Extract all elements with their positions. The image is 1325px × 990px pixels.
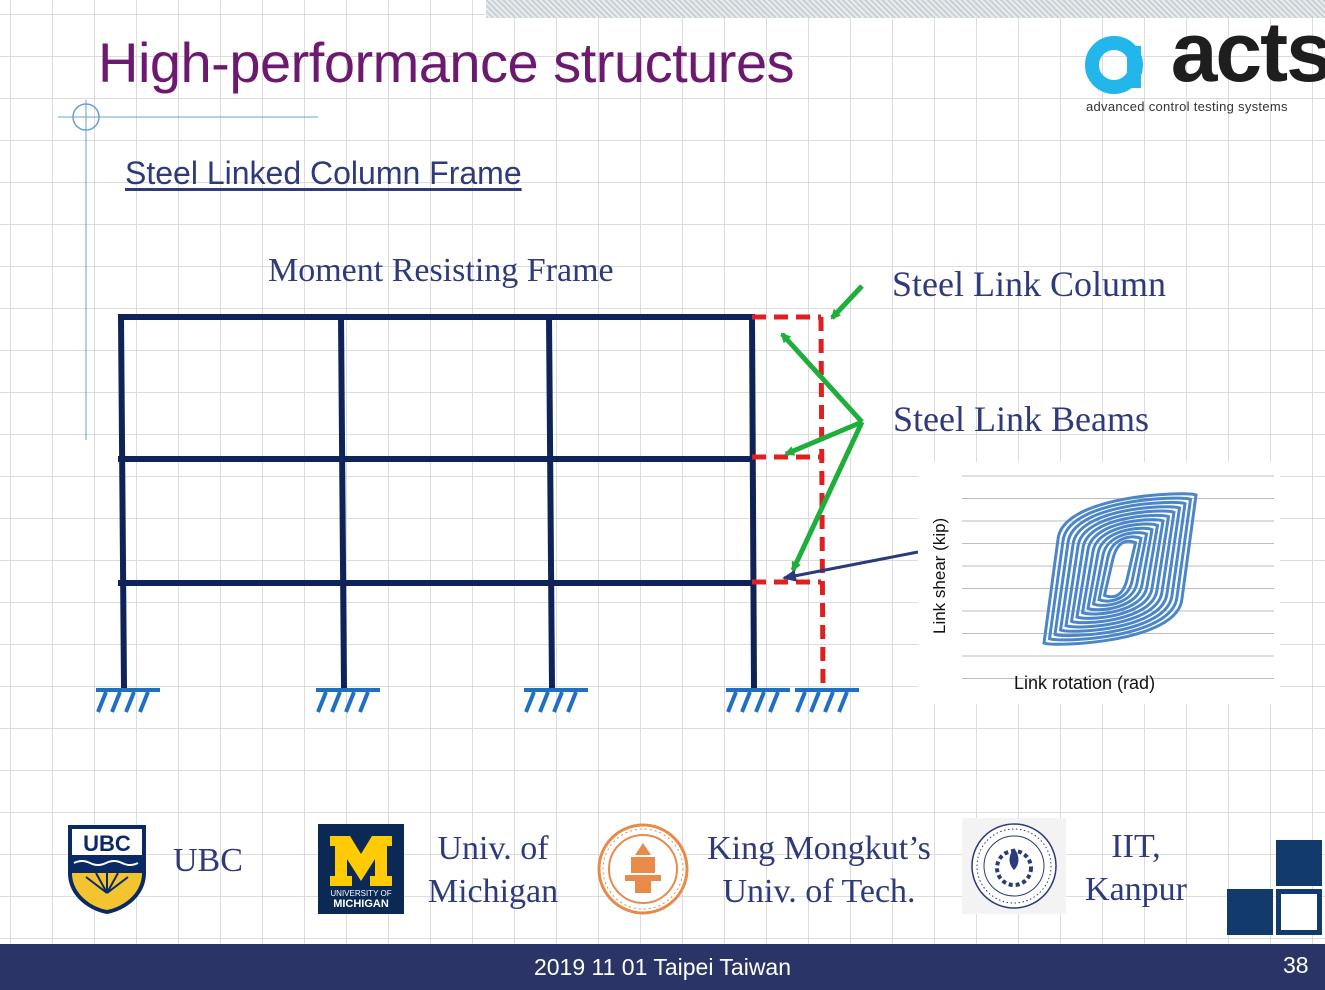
acts-logo-icon [1085,36,1143,94]
hysteresis-loop [1064,509,1176,629]
footer-text: 2019 11 01 Taipei Taiwan [533,954,792,980]
chart-gridlines [962,475,1274,679]
support-2 [316,688,380,713]
label-steel-link-beams: Steel Link Beams [893,399,1149,439]
hysteresis-loop [1047,496,1193,642]
hysteresis-loop [1069,513,1171,625]
arrow-link-beam-mid [784,419,863,457]
chart-hysteresis-loops [1042,492,1198,646]
column-2 [337,313,348,692]
hysteresis-loop [1042,492,1198,646]
decor-square-bottom-left [1227,889,1273,935]
moment-frame [117,313,758,692]
steel-link-column-dashed [752,314,826,689]
green-arrows [780,284,865,572]
hysteresis-loop [1053,500,1187,638]
michigan-logo-line2: MICHIGAN [333,898,389,910]
support-1 [96,688,160,713]
arrow-link-beam-bottom [790,420,865,572]
michigan-name-line2: Michigan [427,872,559,910]
hysteresis-loop [1075,518,1165,620]
university-name-iit-kanpur: IIT, Kanpur [1078,826,1194,911]
support-3 [524,688,588,713]
ground-supports [96,688,859,713]
iit-name-line2: Kanpur [1085,870,1187,908]
iit-kanpur-seal-icon [962,818,1066,914]
label-steel-link-column: Steel Link Column [892,264,1166,304]
hysteresis-loop [1086,526,1154,612]
chart-ylabel: Link shear (kip) [930,517,949,634]
column-3 [545,313,556,692]
acts-logo-tagline: advanced control testing systems [1086,99,1288,114]
label-moment-resisting-frame: Moment Resisting Frame [268,252,614,289]
hysteresis-loop [1080,522,1160,616]
hysteresis-chart-plot [962,475,1274,679]
crosshair-decoration [58,100,318,440]
ubc-crest-icon: UBC [68,825,146,914]
column-1 [117,313,128,692]
chart-xlabel: Link rotation (rad) [1014,673,1156,693]
acts-logo-text: acts [1170,5,1325,99]
footer-bar [0,944,1325,990]
top-decorative-band [486,0,1325,18]
arrow-to-chart [782,550,919,582]
michigan-logo-line1: UNIVERSITY OF [330,889,391,898]
decor-square-top [1276,840,1322,886]
kmutt-seal-icon [597,823,689,915]
page-number: 38 [1283,952,1309,978]
hysteresis-loop [1097,535,1143,603]
kmutt-name-line2: Univ. of Tech. [722,872,916,910]
kmutt-name-line1: King Mongkut’s [707,830,931,867]
university-name-kmutt: King Mongkut’s Univ. of Tech. [696,828,942,913]
university-name-ubc: UBC [173,842,243,879]
column-4 [748,313,758,692]
frame-diagram [96,284,919,713]
michigan-name-line1: Univ. of [437,830,549,867]
acts-logo-word: aacts [1126,10,1325,94]
michigan-logo-icon: UNIVERSITY OF MICHIGAN [318,824,404,914]
hysteresis-loop [1091,531,1149,607]
university-name-michigan: Univ. of Michigan [422,828,564,913]
support-4 [726,688,790,713]
support-5 [795,688,859,713]
hysteresis-loop [1102,539,1138,599]
arrow-link-beam-top [780,332,864,424]
slide-title: High-performance structures [98,31,795,94]
iit-name-line1: IIT, [1111,828,1161,865]
decor-square-bottom-right [1276,889,1322,935]
arrow-link-column [830,284,864,320]
hysteresis-loop [1058,505,1182,633]
ubc-crest-text: UBC [83,831,131,856]
slide-subtitle: Steel Linked Column Frame [125,155,522,191]
